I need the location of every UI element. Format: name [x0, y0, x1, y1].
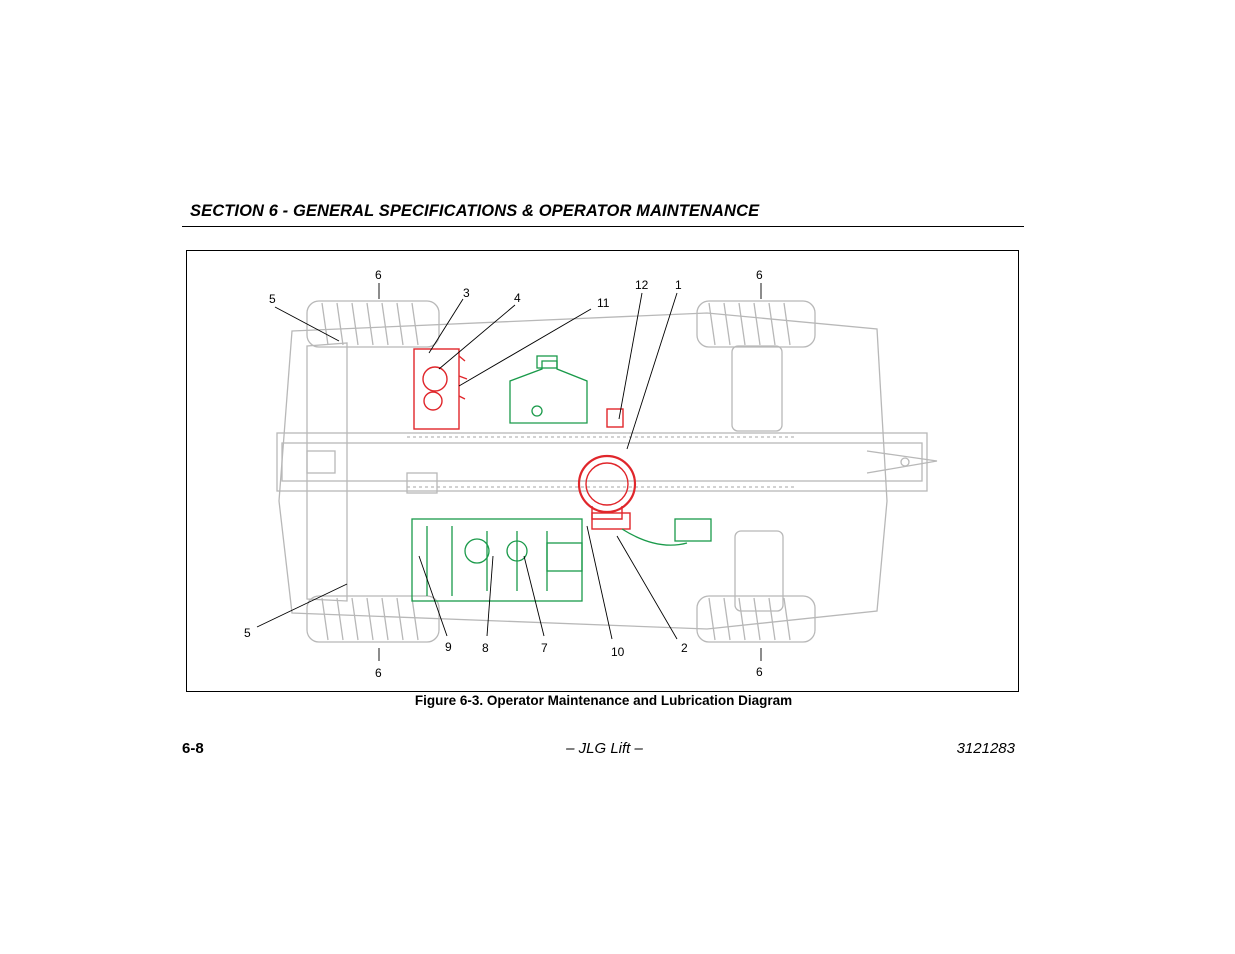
air-filter — [674, 518, 712, 542]
tank-cap — [422, 366, 448, 392]
callout-2: 2 — [681, 641, 688, 655]
figure-caption: Figure 6-3. Operator Maintenance and Lub… — [0, 693, 1235, 708]
boom-tip-pin — [900, 457, 910, 467]
engine-block — [411, 518, 583, 602]
callout-6-rear-bottom: 6 — [375, 666, 382, 680]
maintenance-points — [411, 355, 712, 602]
tire-front-top — [696, 300, 816, 348]
swing-bearing-inner — [585, 462, 629, 506]
footer-publisher: – JLG Lift – — [0, 740, 1235, 757]
chassis-outline — [278, 312, 888, 630]
lubrication-diagram: 6 5 3 4 11 12 1 6 5 6 9 8 7 10 2 6 — [244, 268, 938, 680]
document-number: 3121283 — [956, 740, 1015, 757]
callout-7: 7 — [541, 641, 548, 655]
callout-5-top: 5 — [269, 292, 276, 306]
callout-5-bottom: 5 — [244, 626, 251, 640]
axle-housing-bottom — [734, 530, 784, 612]
callout-4: 4 — [514, 291, 521, 305]
footer-publisher-text: – JLG Lift – — [566, 740, 643, 757]
boom-bracket — [406, 472, 438, 494]
swing-bearing-outer — [577, 454, 637, 514]
callout-3: 3 — [463, 286, 470, 300]
engine-pulley — [464, 538, 490, 564]
alternator — [506, 540, 528, 562]
callout-6-rear-top: 6 — [375, 268, 382, 282]
boom-inner — [281, 442, 923, 482]
boom-outer — [276, 432, 928, 492]
callout-6-front-top: 6 — [756, 268, 763, 282]
engine-detail — [426, 526, 548, 596]
callout-12: 12 — [635, 278, 649, 292]
fuel-cap — [536, 355, 558, 369]
figure-caption-text: Figure 6-3. Operator Maintenance and Lub… — [414, 693, 793, 708]
tank-gauge — [423, 391, 443, 411]
machine-outline — [276, 300, 938, 643]
section-title: SECTION 6 - GENERAL SPECIFICATIONS & OPE… — [190, 202, 760, 220]
callout-6-front-bottom: 6 — [756, 665, 763, 679]
callout-10: 10 — [611, 645, 625, 659]
fuel-sender — [531, 405, 543, 417]
callout-11: 11 — [597, 296, 610, 310]
leader-lines — [256, 283, 762, 661]
figure-frame: 6 5 3 4 11 12 1 6 5 6 9 8 7 10 2 6 — [186, 250, 1019, 692]
callout-8: 8 — [482, 641, 489, 655]
valve-block — [606, 408, 624, 428]
rear-panel — [306, 342, 348, 602]
hydraulic-tank — [413, 348, 460, 430]
tire-rear-top — [306, 300, 440, 348]
fuel-tank — [509, 360, 588, 424]
callout-1: 1 — [675, 278, 682, 292]
callout-9: 9 — [445, 640, 452, 654]
axle-housing-top — [731, 345, 783, 432]
boom-tip — [866, 450, 938, 474]
boom-chain — [407, 436, 797, 488]
boom-pivot — [306, 450, 336, 474]
lube-points — [413, 348, 637, 530]
swing-drive — [591, 512, 631, 530]
hydraulic-pump — [546, 542, 583, 572]
page-number: 6-8 — [182, 740, 204, 757]
tire-front-bottom — [696, 595, 816, 643]
air-intake-hose — [621, 528, 688, 546]
tank-fittings — [458, 355, 468, 400]
tire-rear-bottom — [306, 595, 440, 643]
header-rule — [182, 226, 1024, 227]
callout-labels: 6 5 3 4 11 12 1 6 5 6 9 8 7 10 2 6 — [244, 268, 763, 680]
